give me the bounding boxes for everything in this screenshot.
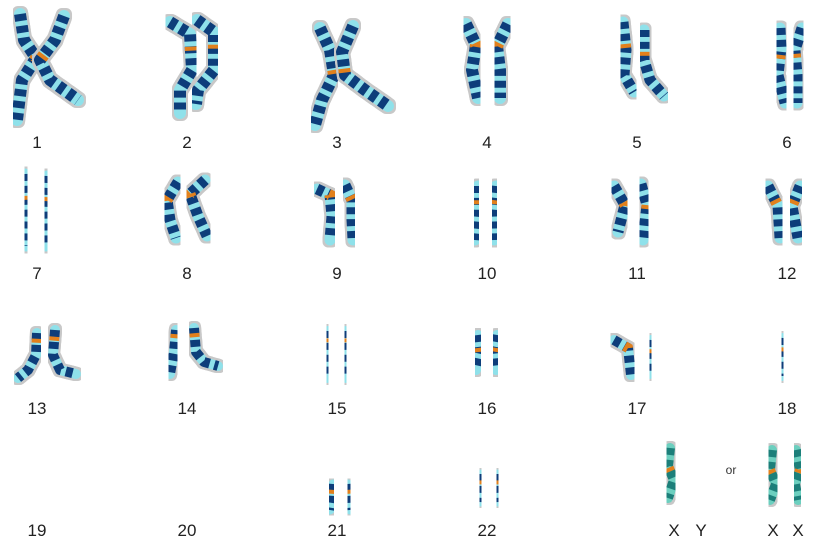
pair-label-17: 17	[628, 399, 647, 418]
chromosome-layer	[17, 14, 802, 510]
chromosome-1-b	[40, 16, 78, 100]
pair-label-4: 4	[482, 133, 491, 152]
chromosome-4-a	[466, 24, 478, 98]
pair-label-15: 15	[328, 399, 347, 418]
pair-label-22: 22	[478, 521, 497, 540]
pair-label-13: 13	[28, 399, 47, 418]
pair-label-19: 19	[28, 521, 47, 540]
pair-label-3: 3	[332, 133, 341, 152]
chromosome-8-b	[190, 180, 207, 236]
chromosome-18-a	[782, 338, 783, 376]
pair-label-11: 11	[628, 264, 646, 283]
pair-label-6: 6	[782, 133, 791, 152]
chromosome-9-b	[345, 185, 353, 240]
chromosome-2-b	[196, 20, 214, 104]
chromosome-x-male	[668, 448, 674, 498]
chromosome-12-b	[792, 186, 800, 238]
pair-label-12: 12	[778, 264, 797, 283]
chromosome-16-a	[476, 335, 480, 370]
pair-label-5: 5	[632, 133, 641, 152]
pair-label-14: 14	[178, 399, 197, 418]
chromosome-6-a	[778, 28, 785, 103]
chromosome-21-a	[330, 484, 333, 510]
chromosome-14-a	[170, 330, 176, 374]
chromosome-17-b	[650, 340, 651, 374]
sex-label-female-x1: X	[767, 521, 778, 540]
chromosome-3-b	[342, 26, 388, 106]
chromosome-7-a	[25, 174, 27, 246]
chromosome-4-b	[497, 24, 508, 98]
or-label: or	[726, 463, 737, 477]
chromosome-7-b	[45, 176, 47, 246]
chromosome-3-a	[315, 28, 334, 125]
chromosome-11-a	[614, 186, 625, 232]
pair-label-9: 9	[332, 264, 341, 283]
chromosome-14-b	[194, 328, 218, 366]
sex-label-male-x: X	[668, 521, 679, 540]
chromosome-22-b	[497, 474, 498, 502]
chromosome-16-b	[494, 335, 497, 370]
pair-label-21: 21	[328, 521, 347, 540]
chromosome-1-a	[17, 14, 36, 120]
chromosome-12-a	[768, 186, 780, 238]
pair-label-20: 20	[178, 521, 197, 540]
chromosome-9-a	[317, 189, 332, 240]
chromosome-2-a	[170, 22, 192, 113]
pair-label-8: 8	[182, 264, 191, 283]
chromosome-10-a	[475, 186, 478, 240]
pair-label-2: 2	[182, 133, 191, 152]
pair-label-16: 16	[478, 399, 497, 418]
pair-label-18: 18	[778, 399, 797, 418]
chromosome-x-female-2	[795, 450, 800, 500]
chromosome-13-a	[18, 333, 37, 378]
chromosome-5-a	[623, 22, 634, 92]
chromosome-15-a	[327, 331, 328, 378]
chromosome-11-b	[641, 184, 647, 240]
chromosome-17-a	[614, 340, 631, 375]
sex-label-female-x2: X	[792, 521, 803, 540]
chromosome-8-a	[167, 182, 178, 238]
pair-label-7: 7	[32, 264, 41, 283]
chromosome-15-b	[345, 331, 346, 378]
pair-label-10: 10	[478, 264, 497, 283]
chromosome-13-b	[53, 330, 76, 374]
sex-label-male-y: Y	[695, 521, 706, 540]
chromosome-21-b	[348, 484, 350, 510]
chromosome-x-female-1	[770, 450, 776, 500]
chromosome-22-a	[480, 474, 481, 502]
pair-label-1: 1	[32, 133, 41, 152]
chromosome-10-b	[493, 186, 496, 240]
chromosome-6-b	[795, 28, 802, 103]
chromosome-5-b	[644, 30, 664, 96]
